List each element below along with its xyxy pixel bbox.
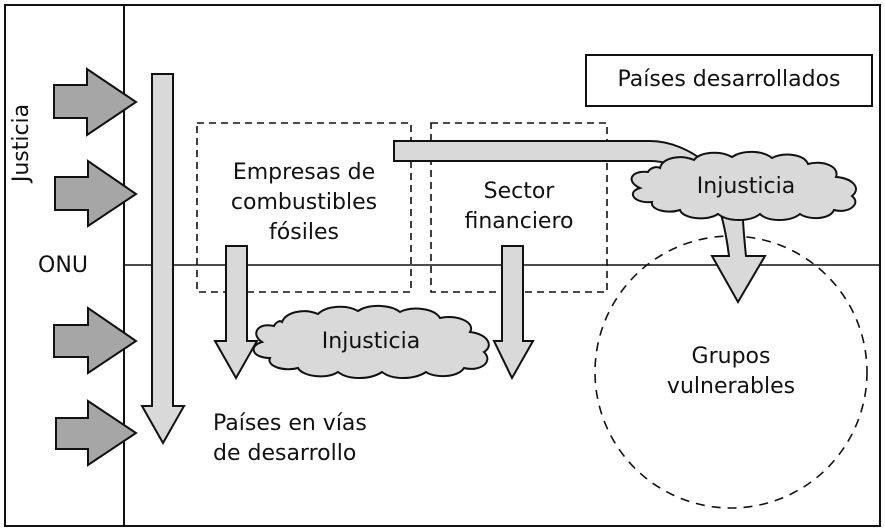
justice-arrow-4 [55,399,138,467]
justice-arrow-1 [53,67,138,137]
injustice-cloud-developing [252,304,490,379]
developed-countries-label: Países desarrollados [617,67,841,92]
fossil-label-line-2: combustibles [230,190,378,215]
financial-label-line-1: Sector [483,179,555,204]
injustice-cloud-developed [630,150,857,221]
justice-arrow-3 [53,306,138,375]
developing-label-line-2: de desarrollo [213,441,357,466]
developing-label-line-1: Países en vías [213,411,367,436]
financial-down-arrow [492,245,535,381]
financial-label-line-2: financiero [464,209,574,234]
developed-countries-label-box [585,54,873,107]
vulnerable-label-line-1: Grupos [691,344,771,369]
justice-arrow-2 [54,159,138,228]
fossil-label-line-3: fósiles [269,220,339,245]
vulnerable-label-line-2: vulnerables [666,374,796,399]
onu-downward-arrow [140,73,186,446]
justice-vertical-label: Justicia [9,103,34,183]
injustice-developed-label: Injusticia [696,174,796,199]
fossil-down-arrow [213,245,259,381]
injustice-developing-label: Injusticia [321,329,421,354]
developing-countries-label: Países en vías de desarrollo [213,409,367,469]
onu-label: ONU [38,253,88,278]
vulnerable-groups-label: Grupos vulnerables [640,342,822,402]
fossil-label-line-1: Empresas de [232,160,376,185]
fossil-fuel-companies-label: Empresas de combustibles fósiles [197,158,411,248]
financial-sector-label: Sector financiero [431,177,607,237]
